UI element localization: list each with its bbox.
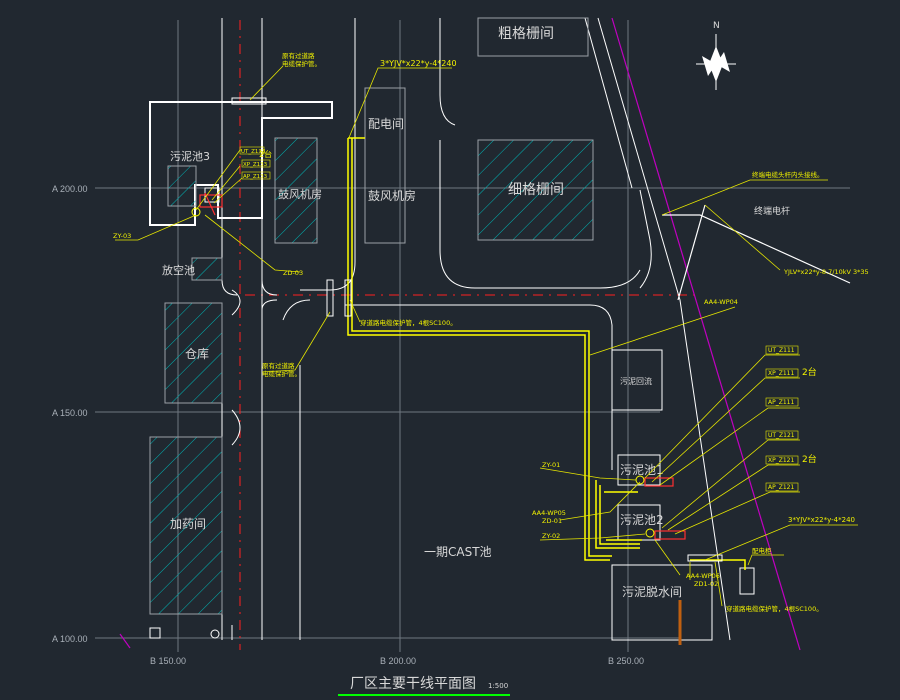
building-blower-left [274, 137, 318, 244]
north-label: N [713, 21, 720, 31]
label-distribution-room: 配电间 [368, 117, 404, 131]
grid-label-a200: A 200.00 [52, 184, 88, 194]
tag-zy02: ZY-02 [542, 532, 560, 540]
label-fine-screen: 细格栅间 [508, 182, 564, 198]
drawing-title: 厂区主要干线平面图 [350, 676, 476, 692]
building-dewatering-room [611, 564, 713, 641]
label-warehouse: 仓库 [185, 346, 209, 361]
grid-label-a100: A 100.00 [52, 634, 88, 644]
label-blower-left: 鼓风机房 [278, 187, 322, 201]
note-road-crossing-left-line2: 电缆保护管。 [262, 369, 301, 378]
tag-ap-z133: AP_Z133 [243, 174, 268, 180]
annotations: 原有过道路 电缆保护管。 3*YJV*x22*y-4*240 2台 UT_Z13… [113, 51, 869, 613]
sludge-tank-3-hatch [167, 165, 197, 207]
hv-cable [662, 204, 851, 301]
note-road-crossing-left-line1: 原有过道路 [262, 361, 295, 370]
building-drain-tank [191, 257, 223, 281]
tag-zy03: ZY-03 [113, 232, 131, 240]
tag-qty-z121: 2台 [802, 453, 817, 465]
note-road-crossing-bottom: 穿道路电缆保护管，4根SC100。 [726, 604, 823, 613]
note-cable-spec-top: 3*YJV*x22*y-4*240 [380, 59, 457, 68]
tag-aa4-wp04: AA4-WP04 [704, 298, 738, 306]
building-distribution-room [364, 87, 406, 244]
building-warehouse [164, 302, 223, 404]
equipment-z121 [654, 530, 686, 540]
tag-ap-z121: AP_Z121 [768, 484, 794, 491]
label-dosing-room: 加药间 [170, 517, 206, 531]
grid-lines [95, 20, 850, 652]
building-coarse-screen [477, 17, 589, 57]
tag-aa4-wp06: AA4-WP06 [686, 572, 720, 580]
label-cast-tank: 一期CAST池 [424, 545, 492, 559]
tag-ut-z111: UT_Z111 [768, 347, 795, 354]
note-road-crossing-top: 原有过道路 电缆保护管。 [282, 51, 321, 68]
cable-main-route [347, 138, 610, 561]
building-small-room [611, 349, 663, 411]
label-sludge-tank-2: 污泥池2 [620, 513, 664, 527]
north-arrow: N [696, 21, 736, 90]
tag-aa4-wp05: AA4-WP05 [532, 509, 566, 517]
note-road-crossing-mid: 穿道路电缆保护管，4根SC100。 [360, 318, 457, 327]
road-center-lines [239, 20, 700, 650]
label-drain-tank: 放空池 [162, 263, 195, 277]
tag-zy01: ZY-01 [542, 461, 560, 469]
substation-cabinet [739, 567, 755, 595]
note-road-crossing-top-line1: 原有过道路 [282, 51, 315, 60]
building-dosing-room [149, 436, 223, 615]
label-sludge-tank-3: 污泥池3 [170, 150, 210, 163]
buildings: 粗格栅间 配电间 鼓风机房 细格栅间 鼓风机房 污泥池3 放空池 仓库 加药间 … [149, 17, 755, 645]
site-boundary [119, 17, 801, 651]
label-sludge-tank-1: 污泥池1 [620, 463, 664, 477]
grid-label-b150: B 150.00 [150, 656, 186, 666]
tag-qty-z133: 2台 [259, 149, 272, 159]
cable-sleeves [231, 97, 723, 562]
small-pit-1 [149, 627, 161, 639]
tag-xp-z121: XP_Z121 [768, 457, 794, 464]
label-blower-center: 鼓风机房 [368, 188, 416, 203]
note-substation: 配电柜 [752, 546, 772, 555]
label-terminal-pole: 终端电杆 [754, 205, 790, 217]
tag-qty-z111: 2台 [802, 366, 817, 378]
tag-xp-z133: XP_Z133 [243, 162, 268, 168]
label-dewatering-room: 污泥脱水间 [622, 584, 682, 599]
note-road-crossing-top-line2: 电缆保护管。 [282, 59, 321, 68]
tag-ut-z121: UT_Z121 [768, 432, 795, 439]
building-sludge-tank-1 [617, 454, 661, 486]
tag-zd01: ZD-01 [542, 517, 562, 525]
small-pit-2 [210, 629, 220, 639]
note-hv-cable-spec: YJLV*x22*y-8.7/10kV 3*35 [783, 268, 869, 276]
label-small-room: 污泥回流 [620, 376, 652, 386]
tag-zd03: ZD-03 [283, 269, 303, 277]
label-coarse-screen: 粗格栅间 [498, 26, 554, 42]
drawing-title-block: 厂区主要干线平面图 1:500 [338, 676, 510, 696]
drawing-scale: 1:500 [488, 682, 508, 690]
tag-xp-z111: XP_Z111 [768, 370, 794, 377]
tag-ut-z133: UT_Z133 [241, 149, 266, 155]
note-pole: 终端电缆头杆内头接线。 [752, 170, 824, 179]
note-cable-spec-bottom: 3*YJV*x22*y-4*240 [788, 516, 855, 524]
grid-label-b250: B 250.00 [608, 656, 644, 666]
tag-zd02: ZD1-02 [694, 580, 718, 588]
building-fine-screen [477, 139, 594, 241]
grid-label-b200: B 200.00 [380, 656, 416, 666]
note-road-crossing-left: 原有过道路 电缆保护管。 [262, 361, 301, 378]
leader-lines [115, 65, 858, 607]
equipment [199, 192, 686, 540]
grid-label-a150: A 150.00 [52, 408, 88, 418]
grid-labels: A 200.00 A 150.00 A 100.00 B 150.00 B 20… [52, 184, 644, 666]
cable-routes [347, 137, 746, 570]
tag-ap-z111: AP_Z111 [768, 399, 794, 406]
equipment-z111 [644, 477, 674, 487]
